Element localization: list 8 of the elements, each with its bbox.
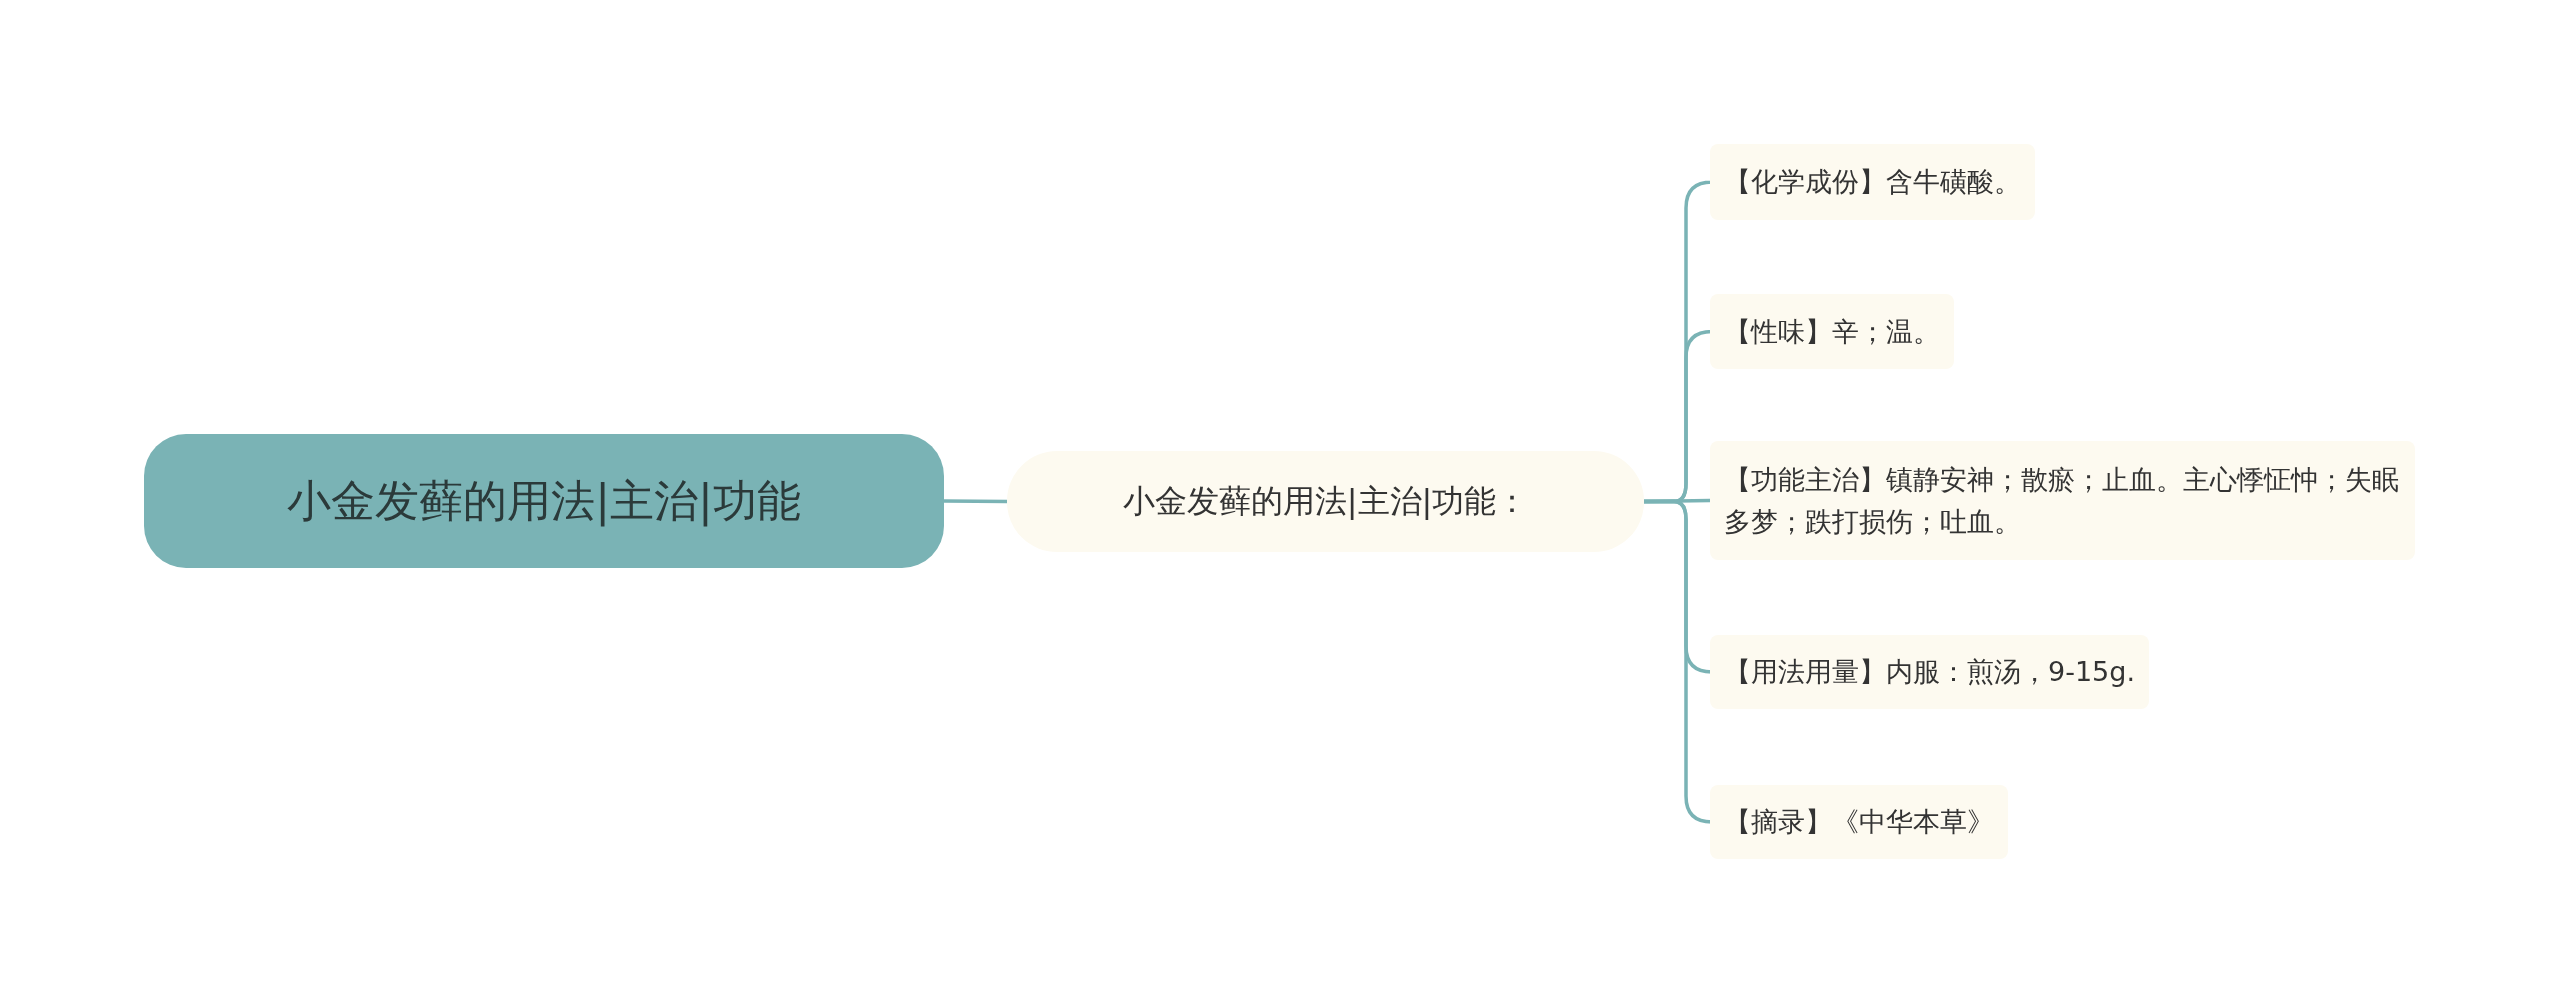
subtopic-box: 【摘录】《中华本草》 [1710,785,2008,859]
topic-box: 小金发藓的用法|主治|功能： [1007,451,1644,552]
subtopic-box: 【用法用量】内服：煎汤，9-15g. [1710,635,2149,709]
connector [944,499,1007,504]
root-topic: 小金发藓的用法|主治|功能 [144,434,944,568]
subtopic-box: 【化学成份】含牛磺酸。 [1710,144,2035,220]
subtopic-box: 【性味】辛；温。 [1710,294,1954,369]
subtopic-box: 【功能主治】镇静安神；散瘀；止血。主心悸怔忡；失眠多梦；跌打损伤；吐血。 [1710,441,2415,560]
